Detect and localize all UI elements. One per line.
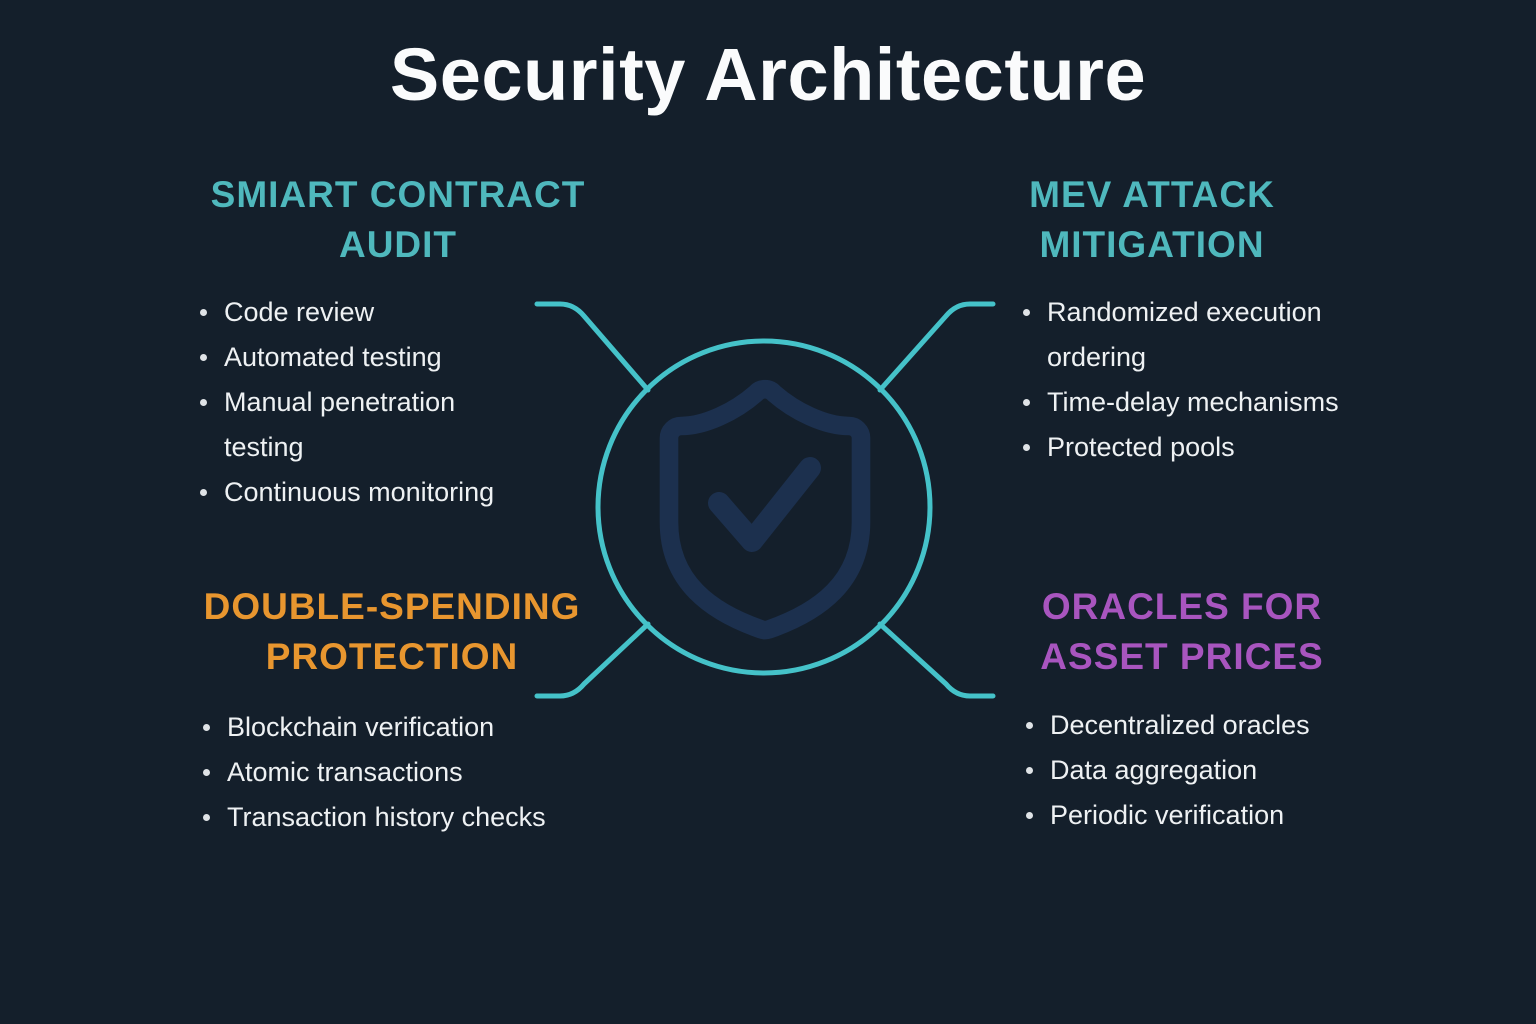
bullet-list-double-spending-protection: Blockchain verification Atomic transacti… — [203, 705, 673, 840]
list-item-text: Decentralized oracles — [1050, 710, 1310, 740]
list-item-text: Periodic verification — [1050, 800, 1285, 830]
bullet-icon — [1026, 722, 1033, 729]
list-item-text: Manual penetration testing — [224, 387, 456, 462]
list-item: Code review — [200, 290, 670, 335]
list-item-text: Randomized execution ordering — [1047, 297, 1322, 372]
list-item: Manual penetration testing — [200, 380, 670, 470]
bullet-icon — [1023, 444, 1030, 451]
list-item: Data aggregation — [1026, 748, 1496, 793]
section-title-oracles-for-asset-prices: ORACLES FOR ASSET PRICES — [922, 582, 1442, 682]
bullet-icon — [1026, 767, 1033, 774]
list-item-text: Transaction history checks — [227, 802, 546, 832]
list-item-text: Data aggregation — [1050, 755, 1258, 785]
list-item: Protected pools — [1023, 425, 1493, 470]
section-title-line: AUDIT — [338, 224, 458, 265]
section-title-line: MEV ATTACK — [1029, 174, 1275, 215]
bullet-icon — [200, 489, 207, 496]
section-title-line: ORACLES FOR — [1041, 586, 1323, 627]
list-item-text: Protected pools — [1047, 432, 1235, 462]
list-item: Time-delay mechanisms — [1023, 380, 1493, 425]
list-item-text: Automated testing — [224, 342, 442, 372]
section-title-line: MITIGATION — [1039, 224, 1265, 265]
list-item-text: Continuous monitoring — [224, 477, 495, 507]
bullet-icon — [1026, 812, 1033, 819]
section-title-line: DOUBLE-SPENDING — [203, 586, 581, 627]
list-item: Continuous monitoring — [200, 470, 670, 515]
list-item-text: Blockchain verification — [227, 712, 495, 742]
list-item: Automated testing — [200, 335, 670, 380]
page-title: Security Architecture — [389, 33, 1147, 116]
list-item: Randomized execution ordering — [1023, 290, 1493, 380]
shield-check-icon — [659, 379, 871, 640]
bullet-list-oracles-for-asset-prices: Decentralized oracles Data aggregation P… — [1026, 703, 1496, 838]
list-item: Decentralized oracles — [1026, 703, 1496, 748]
section-title-smart-contract-audit: SMIART CONTRACT AUDIT — [138, 170, 658, 270]
list-item-text: Time-delay mechanisms — [1047, 387, 1339, 417]
bullet-icon — [203, 769, 210, 776]
bullet-list-mev-attack-mitigation: Randomized execution ordering Time-delay… — [1023, 290, 1493, 470]
bullet-list-smart-contract-audit: Code review Automated testing Manual pen… — [200, 290, 670, 515]
shield-outline — [659, 379, 871, 640]
bullet-icon — [200, 354, 207, 361]
section-title-line: SMIART CONTRACT — [210, 174, 586, 215]
list-item-text: Code review — [224, 297, 375, 327]
bullet-icon — [200, 309, 207, 316]
bullet-icon — [203, 814, 210, 821]
bullet-icon — [1023, 309, 1030, 316]
list-item-text: Atomic transactions — [227, 757, 463, 787]
connector-line-top-right — [877, 301, 996, 393]
section-title-mev-attack-mitigation: MEV ATTACK MITIGATION — [892, 170, 1412, 270]
list-item: Periodic verification — [1026, 793, 1496, 838]
section-title-line: ASSET PRICES — [1040, 636, 1324, 677]
section-title-double-spending-protection: DOUBLE-SPENDING PROTECTION — [132, 582, 652, 682]
section-title-line: PROTECTION — [265, 636, 519, 677]
list-item: Transaction history checks — [203, 795, 673, 840]
bullet-icon — [203, 724, 210, 731]
check-mark — [708, 457, 821, 552]
bullet-icon — [1023, 399, 1030, 406]
list-item: Atomic transactions — [203, 750, 673, 795]
bullet-icon — [200, 399, 207, 406]
list-item: Blockchain verification — [203, 705, 673, 750]
